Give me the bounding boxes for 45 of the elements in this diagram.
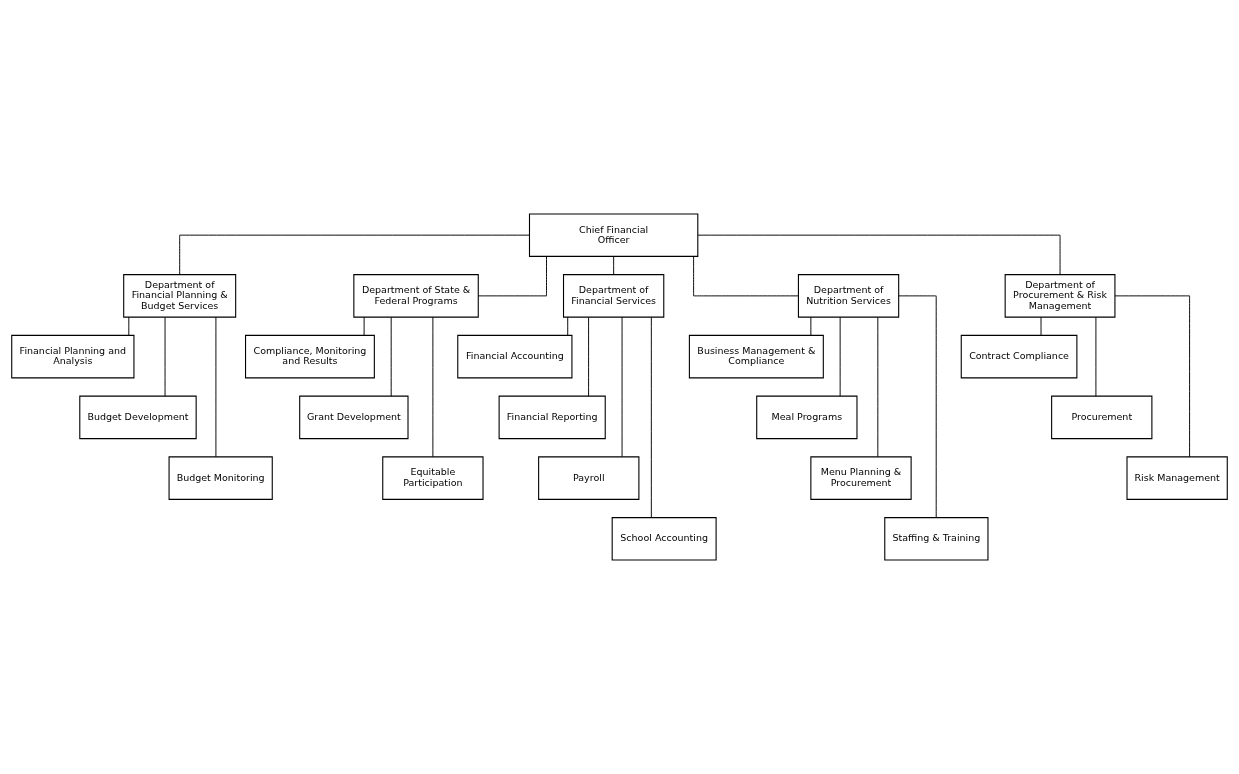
connector [164,316,166,397]
node-box: Equitable Participation [382,456,484,500]
connector [179,234,530,276]
connector [613,255,615,276]
node-box: Menu Planning & Procurement [810,456,912,500]
node-box: Business Management & Compliance [688,334,824,379]
connector [567,316,569,336]
connector [390,316,392,397]
connector [588,316,590,397]
node-box: Grant Development [299,395,409,440]
connector [877,316,879,458]
node-box: Chief Financial Officer [528,213,699,257]
connector [621,316,623,458]
node-box: Financial Reporting [498,395,606,440]
connector [477,255,547,297]
connector [1114,295,1191,458]
node-box: Contract Compliance [960,334,1078,379]
connector [839,316,841,397]
connector [810,316,812,336]
connector [363,316,365,336]
node-box: Budget Development [79,395,197,440]
node-box: Department of Procurement & Risk Management [1004,274,1116,318]
node-box: School Accounting [611,517,717,561]
connector [1040,316,1042,336]
node-box: Financial Planning and Analysis [11,334,135,379]
connector [215,316,217,458]
connector [697,234,1061,276]
node-box: Budget Monitoring [168,456,273,500]
node-box: Department of Financial Services [562,274,665,318]
connector [432,316,434,458]
node-box: Financial Accounting [457,334,573,379]
node-box: Compliance, Monitoring and Results [245,334,375,379]
connector [650,316,652,518]
connector [1095,316,1097,397]
node-box: Procurement [1051,395,1153,440]
node-box: Meal Programs [756,395,858,440]
node-box: Payroll [538,456,640,500]
node-box: Risk Management [1126,456,1228,500]
node-box: Department of Nutrition Services [797,274,900,318]
connector [898,295,937,518]
node-box: Department of State & Federal Programs [353,274,479,318]
connector [128,316,130,336]
connector [693,255,799,297]
node-box: Staffing & Training [884,517,989,561]
node-box: Department of Financial Planning & Budget Services [123,274,237,318]
